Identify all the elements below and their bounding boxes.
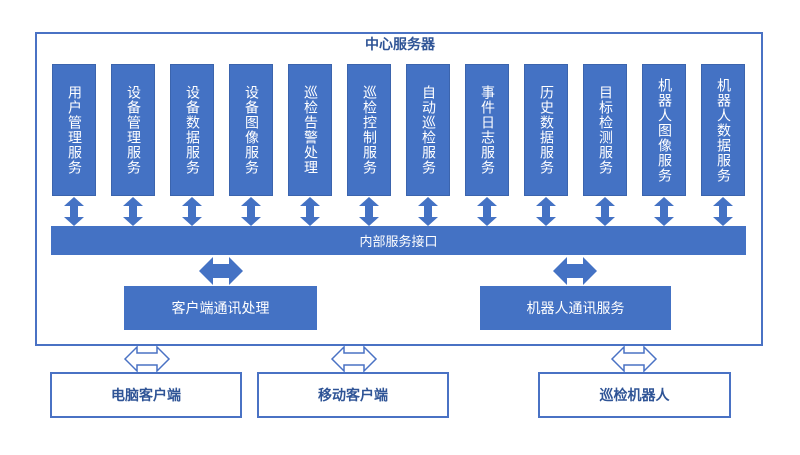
service-patrol-alarm: 巡检告警处理: [288, 64, 332, 196]
service-device-image: 设备图像服务: [229, 64, 273, 196]
module-label: 机器人通讯服务: [526, 301, 625, 317]
patrol-robot: 巡检机器人: [538, 372, 731, 418]
service-bus-arrow-12: [713, 197, 733, 226]
service-label: 设备数据服务: [184, 85, 200, 175]
client-comm-module: 客户端通讯处理: [124, 286, 317, 330]
pc-client: 电脑客户端: [50, 372, 242, 418]
service-bus-arrow-8: [477, 197, 497, 226]
client-label: 巡检机器人: [599, 388, 670, 404]
bus-label: 内部服务接口: [359, 235, 438, 250]
service-device-data: 设备数据服务: [170, 64, 214, 196]
service-history-data: 历史数据服务: [524, 64, 568, 196]
server-mobile-client-arrow: [330, 345, 378, 373]
service-auto-patrol: 自动巡检服务: [406, 64, 450, 196]
service-label: 用户管理服务: [66, 85, 82, 175]
center-server-title: 中心服务器: [365, 37, 435, 53]
client-label: 移动客户端: [318, 388, 388, 404]
service-bus-arrow-10: [595, 197, 615, 226]
service-label: 巡检告警处理: [302, 85, 318, 175]
service-bus-arrow-1: [64, 197, 84, 226]
service-bus-arrow-4: [241, 197, 261, 226]
service-label: 历史数据服务: [538, 85, 554, 175]
service-label: 设备图像服务: [243, 85, 259, 175]
service-label: 巡检控制服务: [361, 85, 377, 175]
module-label: 客户端通讯处理: [171, 301, 270, 317]
service-label: 事件日志服务: [479, 85, 495, 175]
server-pc-client-arrow: [123, 345, 171, 373]
service-robot-image: 机器人图像服务: [642, 64, 686, 196]
bus-robot-comm-arrow: [553, 257, 597, 285]
service-patrol-control: 巡检控制服务: [347, 64, 391, 196]
client-label: 电脑客户端: [111, 388, 181, 404]
service-label: 目标检测服务: [597, 85, 613, 175]
service-target-detection: 目标检测服务: [583, 64, 627, 196]
service-bus-arrow-5: [300, 197, 320, 226]
service-bus-arrow-6: [359, 197, 379, 226]
service-robot-data: 机器人数据服务: [701, 64, 745, 196]
service-bus-arrow-9: [536, 197, 556, 226]
service-label: 机器人图像服务: [656, 77, 672, 183]
service-device-management: 设备管理服务: [111, 64, 155, 196]
service-label: 设备管理服务: [125, 85, 141, 175]
service-user-management: 用户管理服务: [52, 64, 96, 196]
service-bus-arrow-3: [182, 197, 202, 226]
service-bus-arrow-2: [123, 197, 143, 226]
server-robot-arrow: [610, 345, 658, 373]
internal-service-bus: 内部服务接口: [51, 226, 746, 255]
mobile-client: 移动客户端: [257, 372, 449, 418]
robot-comm-module: 机器人通讯服务: [480, 286, 671, 330]
bus-client-comm-arrow: [199, 257, 243, 285]
service-bus-arrow-11: [654, 197, 674, 226]
service-label: 机器人数据服务: [715, 77, 731, 183]
service-bus-arrow-7: [418, 197, 438, 226]
service-event-log: 事件日志服务: [465, 64, 509, 196]
service-label: 自动巡检服务: [420, 85, 436, 175]
